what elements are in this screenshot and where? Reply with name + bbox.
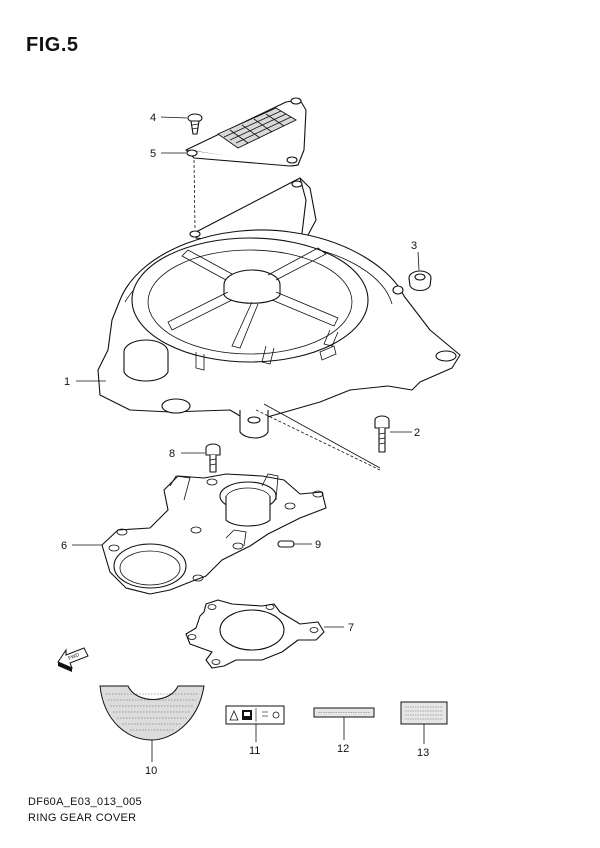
diagram-name: RING GEAR COVER bbox=[28, 812, 137, 824]
part-5-cover-plate[interactable] bbox=[185, 97, 307, 167]
part-2-bolt[interactable] bbox=[374, 415, 390, 453]
part-9-pin[interactable] bbox=[277, 540, 295, 548]
callout-12[interactable]: 12 bbox=[337, 743, 349, 755]
part-13-caution-label[interactable] bbox=[400, 701, 448, 725]
callout-5[interactable]: 5 bbox=[150, 148, 156, 160]
callout-9[interactable]: 9 bbox=[315, 539, 321, 551]
part-4-screw[interactable] bbox=[187, 113, 203, 135]
callout-13[interactable]: 13 bbox=[417, 747, 429, 759]
fwd-label: FWD bbox=[68, 652, 81, 662]
callout-7[interactable]: 7 bbox=[348, 622, 354, 634]
leader-2-line bbox=[263, 403, 381, 469]
part-8-bolt[interactable] bbox=[205, 443, 221, 473]
callout-1[interactable]: 1 bbox=[64, 376, 70, 388]
figure-title: FIG.5 bbox=[26, 34, 79, 56]
part-6-bracket[interactable] bbox=[101, 473, 327, 595]
leader-5-dashed bbox=[193, 159, 196, 229]
callout-6[interactable]: 6 bbox=[61, 540, 67, 552]
leader-2-dashed bbox=[255, 409, 381, 471]
callout-8[interactable]: 8 bbox=[169, 448, 175, 460]
callout-3[interactable]: 3 bbox=[411, 240, 417, 252]
callout-11[interactable]: 11 bbox=[249, 745, 260, 757]
callout-2[interactable]: 2 bbox=[414, 427, 420, 439]
part-12-strip-label[interactable] bbox=[313, 707, 375, 718]
part-3-grommet[interactable] bbox=[408, 270, 432, 292]
leader-3 bbox=[417, 251, 420, 271]
leader-4 bbox=[160, 116, 188, 119]
diagram-code: DF60A_E03_013_005 bbox=[28, 796, 142, 808]
part-1-ring-gear-cover[interactable] bbox=[97, 177, 461, 439]
part-7-gasket[interactable] bbox=[185, 599, 325, 669]
callout-10[interactable]: 10 bbox=[145, 765, 157, 777]
part-11-warning-label[interactable] bbox=[225, 705, 285, 725]
callout-4[interactable]: 4 bbox=[150, 112, 156, 124]
part-10-decal[interactable] bbox=[99, 685, 205, 741]
fwd-arrow-icon: FWD bbox=[57, 647, 89, 672]
